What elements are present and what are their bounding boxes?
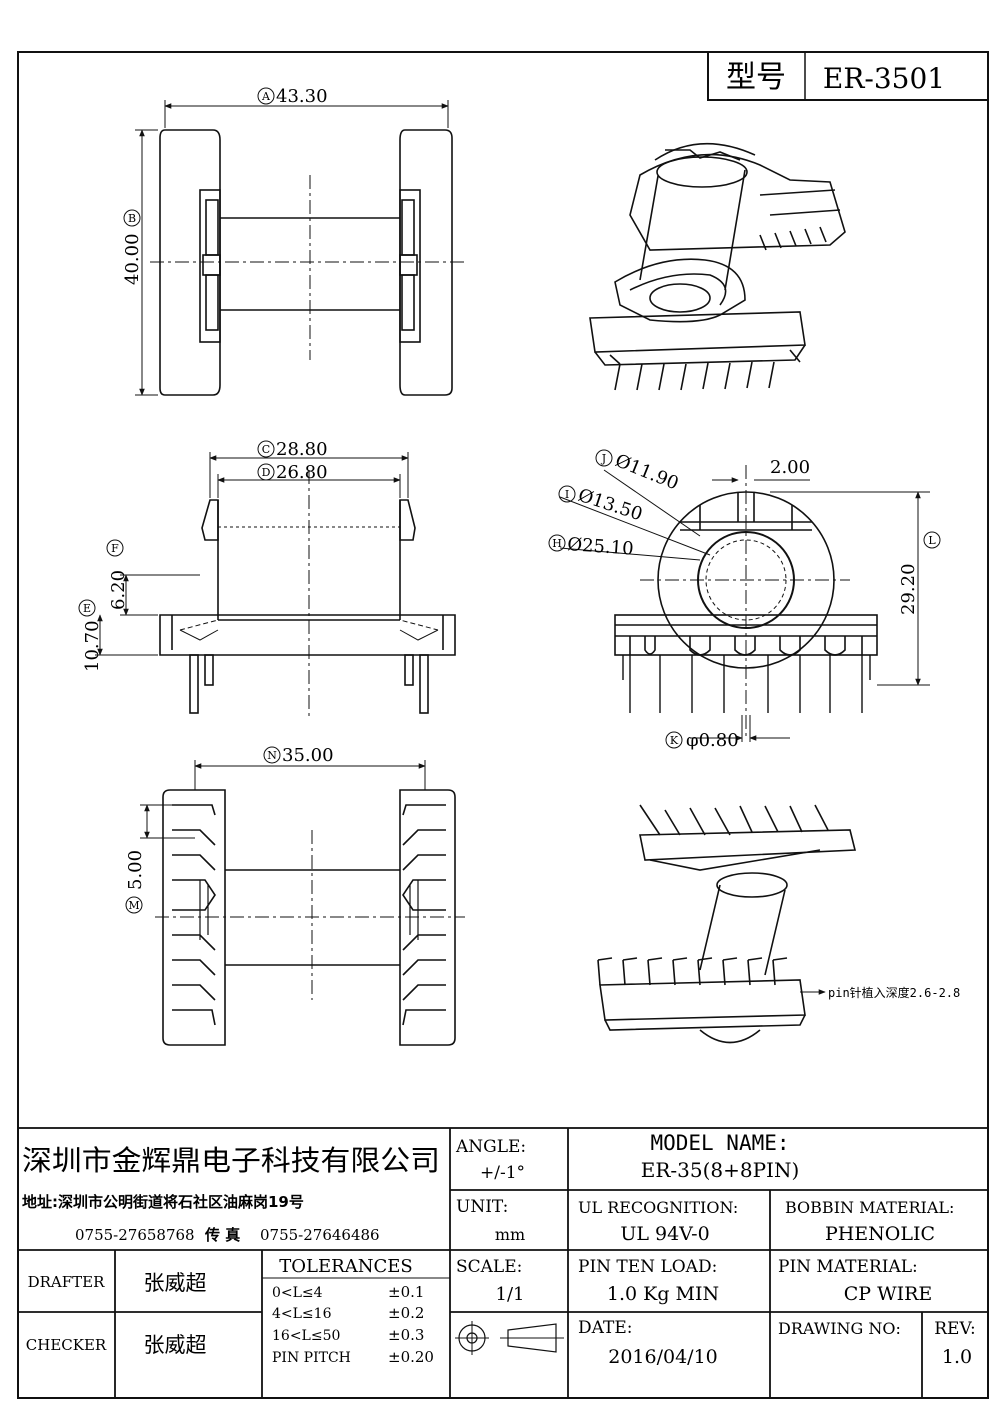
checker-label: CHECKER: [26, 1336, 107, 1354]
company-phone: 0755-27658768: [75, 1226, 195, 1244]
top-view: [135, 100, 465, 396]
dim-N-tag: N: [267, 749, 277, 762]
dim-D-value: 26.80: [276, 462, 328, 483]
dim-L-tag: L: [928, 534, 936, 547]
dim-D-tag: D: [262, 466, 271, 479]
tolerances-title: TOLERANCES: [279, 1256, 412, 1277]
dim-M-tag: M: [128, 899, 139, 912]
ul-label: UL RECOGNITION:: [578, 1198, 738, 1217]
dim-F: F 6.20: [106, 539, 129, 610]
tolerance-range: 0<L≤4: [272, 1285, 323, 1301]
angle-value: +/-1°: [480, 1163, 525, 1183]
dim-K-value: φ0.80: [686, 730, 739, 751]
pin-depth-note: pin针植入深度2.6-2.8: [828, 985, 960, 1000]
date-value: 2016/04/10: [608, 1346, 718, 1368]
dim-M: M 5.00: [125, 850, 146, 914]
pin-material-label: PIN MATERIAL:: [778, 1257, 918, 1277]
side-view: [95, 452, 456, 720]
pin-material-value: CP WIRE: [844, 1283, 933, 1305]
dim-slot-width: 2.00: [770, 457, 810, 478]
dim-K-tag: K: [670, 734, 679, 747]
model-box: 型号 ER-3501: [707, 51, 989, 101]
ul-value: UL 94V-0: [620, 1223, 709, 1245]
dim-J: J Ø11.90: [595, 449, 681, 494]
dim-N: N 35.00: [263, 745, 334, 766]
dim-A-tag: A: [261, 90, 271, 103]
dim-H-tag: H: [552, 537, 562, 550]
tolerance-value: ±0.3: [388, 1326, 424, 1344]
dim-E-tag: E: [83, 602, 91, 615]
company-fax: 0755-27646486: [260, 1226, 380, 1244]
company-address: 地址:深圳市公明街道将石社区油麻岗19号: [22, 1193, 304, 1211]
dim-F-tag: F: [111, 542, 119, 555]
drawing-no-label: DRAWING NO:: [778, 1319, 901, 1338]
title-block: [17, 1127, 989, 1399]
model-box-value: ER-3501: [823, 62, 945, 95]
tolerance-value: ±0.1: [388, 1283, 424, 1301]
bobbin-material-label: BOBBIN MATERIAL:: [785, 1198, 954, 1217]
tolerance-range: PIN PITCH: [272, 1350, 351, 1366]
dim-D: D 26.80: [257, 462, 328, 483]
dim-L: L 29.20: [898, 531, 941, 615]
drafter-name: 张威超: [144, 1271, 207, 1295]
checker-name: 张威超: [144, 1333, 207, 1357]
model-box-label: 型号: [726, 60, 786, 95]
fax-label: 传 真: [204, 1226, 240, 1244]
dim-C: C 28.80: [257, 439, 328, 460]
dim-F-value: 6.20: [108, 570, 129, 610]
iso-view-top: [589, 142, 846, 391]
dim-H: H Ø25.10: [548, 534, 635, 560]
dim-H-value: Ø25.10: [567, 534, 635, 560]
dim-M-value: 5.00: [125, 850, 146, 890]
rev-label: REV:: [934, 1319, 976, 1339]
dim-J-tag: J: [601, 452, 606, 465]
dim-B-value: 40.00: [122, 233, 143, 285]
tolerance-value: ±0.2: [388, 1304, 424, 1322]
date-label: DATE:: [578, 1318, 632, 1338]
model-name-value: ER-35(8+8PIN): [641, 1158, 800, 1182]
dim-L-value: 29.20: [898, 563, 919, 615]
tolerance-range: 4<L≤16: [272, 1306, 332, 1322]
dim-C-value: 28.80: [276, 439, 328, 460]
scale-value: 1/1: [496, 1284, 525, 1305]
company-name: 深圳市金辉鼎电子科技有限公司: [22, 1144, 440, 1177]
dim-E: E 10.70: [78, 599, 103, 672]
dim-B-tag: B: [128, 212, 136, 225]
dim-K: K φ0.80: [665, 730, 739, 751]
tolerance-value: ±0.20: [388, 1348, 434, 1366]
dim-J-value: Ø11.90: [612, 450, 681, 494]
angle-label: ANGLE:: [455, 1137, 526, 1157]
bobbin-material-value: PHENOLIC: [825, 1223, 935, 1245]
dim-N-value: 35.00: [282, 745, 334, 766]
dim-A-value: 43.30: [276, 86, 328, 107]
dim-E-value: 10.70: [82, 620, 103, 672]
bottom-view: [140, 760, 465, 1046]
dim-I: I Ø13.50: [558, 485, 645, 525]
model-name-label: MODEL NAME:: [650, 1131, 789, 1155]
front-view: [559, 465, 930, 742]
scale-label: SCALE:: [456, 1257, 522, 1277]
drafter-label: DRAFTER: [28, 1273, 106, 1291]
pin-load-label: PIN TEN LOAD:: [578, 1257, 717, 1277]
unit-label: UNIT:: [456, 1197, 508, 1217]
unit-value: mm: [495, 1225, 525, 1244]
pin-load-value: 1.0 Kg MIN: [607, 1283, 719, 1305]
dim-C-tag: C: [262, 443, 270, 456]
rev-value: 1.0: [942, 1346, 972, 1368]
tolerance-range: 16<L≤50: [272, 1328, 340, 1344]
dim-I-tag: I: [565, 488, 569, 501]
dim-A: A 43.30: [257, 86, 328, 107]
dim-B: B 40.00: [122, 209, 143, 285]
iso-view-bottom: [597, 804, 857, 1044]
